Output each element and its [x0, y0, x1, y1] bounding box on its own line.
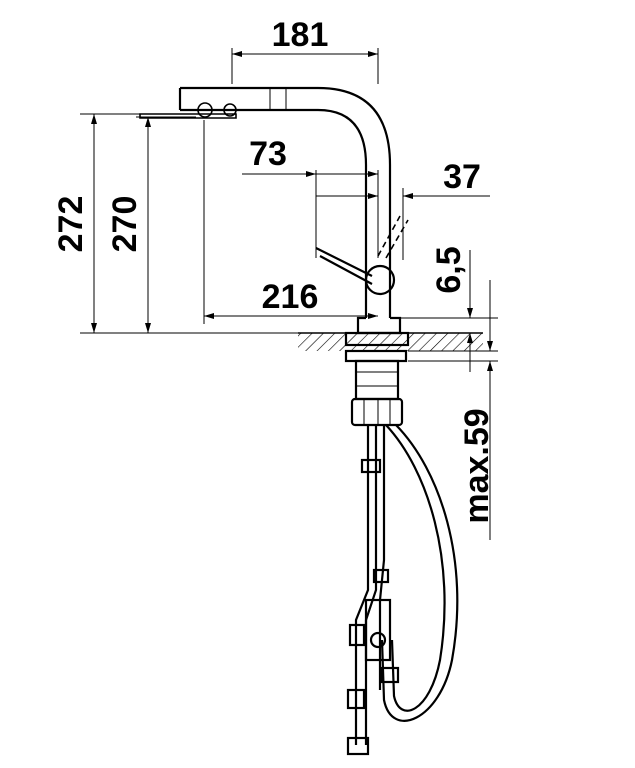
countertop: [80, 332, 483, 351]
label-max-59: max.59: [458, 408, 496, 523]
label-181: 181: [272, 16, 329, 54]
label-73: 73: [249, 135, 287, 173]
dimension-outlet-reach: 216: [203, 120, 378, 324]
label-270: 270: [106, 196, 144, 253]
label-37: 37: [443, 158, 481, 196]
dimension-top-width: 181: [231, 16, 379, 84]
label-216: 216: [262, 278, 319, 316]
supply-hoses: [346, 424, 459, 756]
dimension-heights: 272 270: [52, 113, 196, 333]
label-272: 272: [52, 196, 90, 253]
dimension-deck: 6,5 max.59: [400, 246, 498, 540]
dimension-spout-offsets: 73 37: [242, 135, 490, 260]
label-6-5: 6,5: [430, 246, 468, 293]
